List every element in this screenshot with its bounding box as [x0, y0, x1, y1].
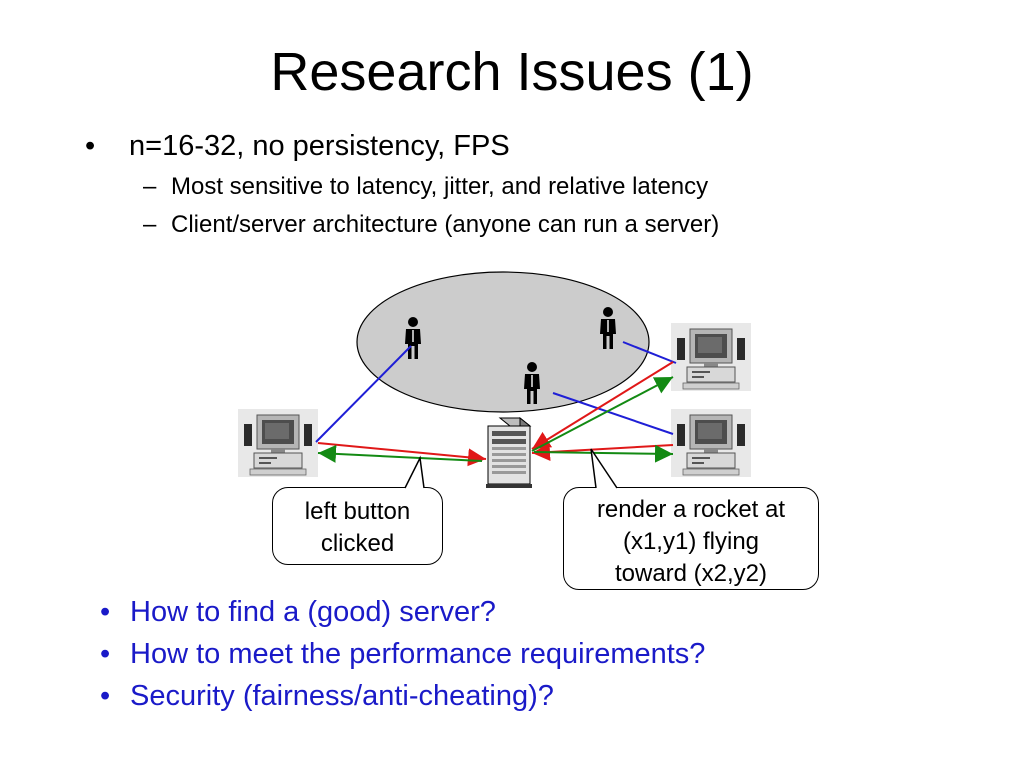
question-text: Security (fairness/anti-cheating)? [130, 680, 554, 712]
question-list: • How to find a (good) server? • How to … [100, 591, 1000, 717]
callout-line: (x1,y1) flying [564, 526, 818, 558]
client-computer-icon [671, 323, 751, 391]
callout-render-rocket: render a rocket at (x1,y1) flying toward… [563, 487, 819, 590]
question-item: • Security (fairness/anti-cheating)? [100, 675, 1000, 717]
client-computer-icon [238, 409, 318, 477]
callout-line: clicked [273, 528, 442, 560]
bullet-marker: • [100, 633, 110, 675]
server-to-client-arrow [534, 452, 673, 454]
client-computer-icon [671, 409, 751, 477]
question-text: How to find a (good) server? [130, 596, 496, 628]
callout-left-button-clicked: left button clicked [272, 487, 443, 565]
question-item: • How to meet the performance requiremen… [100, 633, 1000, 675]
callout-line: render a rocket at [564, 494, 818, 526]
question-item: • How to find a (good) server? [100, 591, 1000, 633]
bullet-marker: • [100, 675, 110, 717]
server-icon [486, 418, 532, 488]
callout-line: left button [273, 496, 442, 528]
bullet-marker: • [100, 591, 110, 633]
question-text: How to meet the performance requirements… [130, 638, 705, 670]
callout-line: toward (x2,y2) [564, 558, 818, 590]
